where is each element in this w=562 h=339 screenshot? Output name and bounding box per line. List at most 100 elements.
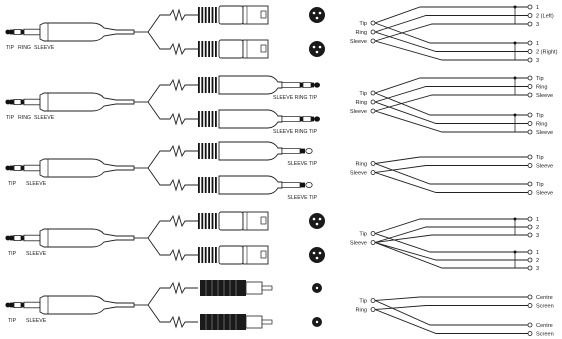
output-terminal — [527, 49, 533, 54]
wire — [374, 242, 528, 269]
jack-sleeve — [23, 164, 41, 172]
strain-relief-rib — [208, 247, 210, 263]
input-terminal — [370, 170, 376, 175]
plug-body — [218, 141, 283, 161]
split-cable — [134, 281, 198, 329]
strain-relief-rib — [215, 7, 217, 23]
plug-tip — [314, 116, 320, 122]
jack-sleeve — [23, 98, 41, 106]
input-terminal — [370, 38, 376, 44]
rca-face — [312, 283, 322, 293]
plug-sleeve — [281, 116, 301, 122]
cable-branch — [147, 237, 198, 262]
wire — [374, 226, 528, 243]
output-pin-label: 2 (Right) — [536, 50, 558, 56]
xlr-pin — [315, 222, 319, 226]
strain-relief-rib — [198, 213, 200, 229]
output-pin-label: 3 — [536, 266, 539, 272]
plug-ring — [302, 116, 312, 122]
jack-ring — [13, 301, 22, 308]
strain-relief-rib — [204, 7, 207, 23]
output-pin-label: Sleeve — [536, 93, 553, 99]
strain-relief-rib — [201, 143, 204, 159]
strain-relief-rib — [211, 177, 214, 193]
trs-plug — [198, 109, 320, 129]
wire — [374, 300, 528, 326]
plug-insulator — [300, 182, 305, 188]
wire — [374, 233, 528, 253]
plug-tip — [305, 147, 313, 154]
strain-relief-rib — [198, 111, 200, 127]
output-terminal — [527, 224, 533, 230]
output-pin-label: 2 (Left) — [536, 14, 554, 20]
output-pin-label: 1 — [536, 250, 539, 256]
input-terminal — [370, 20, 376, 26]
output-pin-label: Ring — [536, 85, 548, 91]
xlr-shell — [242, 211, 269, 231]
jack-body — [39, 228, 135, 248]
jack-ring-insulator — [21, 99, 24, 105]
jack-ring — [13, 99, 22, 106]
trs-plug — [198, 75, 320, 95]
output-terminal — [527, 216, 533, 222]
jack-contact-label: TIP — [8, 318, 17, 324]
xlr-pin — [318, 217, 322, 221]
xlr-pin — [318, 251, 322, 255]
output-terminal — [527, 181, 533, 187]
cable-branch — [147, 144, 198, 169]
xlr-shell — [242, 39, 269, 59]
strain-relief-rib — [198, 77, 200, 93]
wire — [374, 6, 528, 24]
output-terminal — [527, 190, 533, 195]
strain-relief-rib — [208, 7, 210, 23]
output-terminal — [527, 92, 533, 98]
wire — [374, 31, 528, 52]
jack-sleeve — [23, 28, 41, 36]
wire — [374, 156, 528, 164]
input-pin-label: Tip — [359, 91, 367, 97]
strain-relief-rib — [208, 213, 210, 229]
input-pin-label: Sleeve — [350, 39, 367, 45]
rca-shield — [245, 281, 263, 295]
xlr-pin — [315, 16, 319, 20]
output-terminal — [527, 112, 533, 118]
strain-relief-rib — [215, 41, 217, 57]
xlr-body — [218, 39, 244, 59]
plug-body — [218, 109, 283, 129]
rca-body — [200, 280, 246, 296]
output-pin-label: Tip — [536, 182, 544, 188]
strain-relief-rib — [211, 143, 214, 159]
wire — [374, 296, 528, 301]
strain-relief-rib — [208, 111, 210, 127]
strain-relief-rib — [208, 77, 210, 93]
wire — [374, 305, 528, 310]
output-pin-label: Centre — [536, 323, 553, 329]
rca-face-pin — [315, 286, 319, 290]
output-terminal — [527, 322, 533, 328]
input-terminal — [370, 231, 376, 236]
input-terminal — [370, 161, 376, 166]
jack-tip — [5, 235, 11, 241]
rca-plug — [200, 314, 273, 330]
connector-contact-label: SLEEVE TIP — [287, 195, 317, 201]
wire — [374, 92, 528, 116]
output-pin-label: 2 — [536, 225, 539, 231]
strain-relief-rib — [204, 213, 207, 229]
output-terminal — [527, 232, 533, 238]
xlr-body — [218, 5, 244, 25]
strain-relief-rib — [208, 143, 210, 159]
jack-tip — [5, 165, 11, 171]
plug-body — [218, 175, 283, 195]
cable-branch — [147, 167, 198, 192]
wire — [374, 15, 528, 33]
xlr-connector — [198, 5, 269, 25]
wire — [374, 40, 528, 61]
plug-insulator — [300, 116, 303, 122]
jack-contact-label: SLEEVE — [34, 115, 55, 121]
